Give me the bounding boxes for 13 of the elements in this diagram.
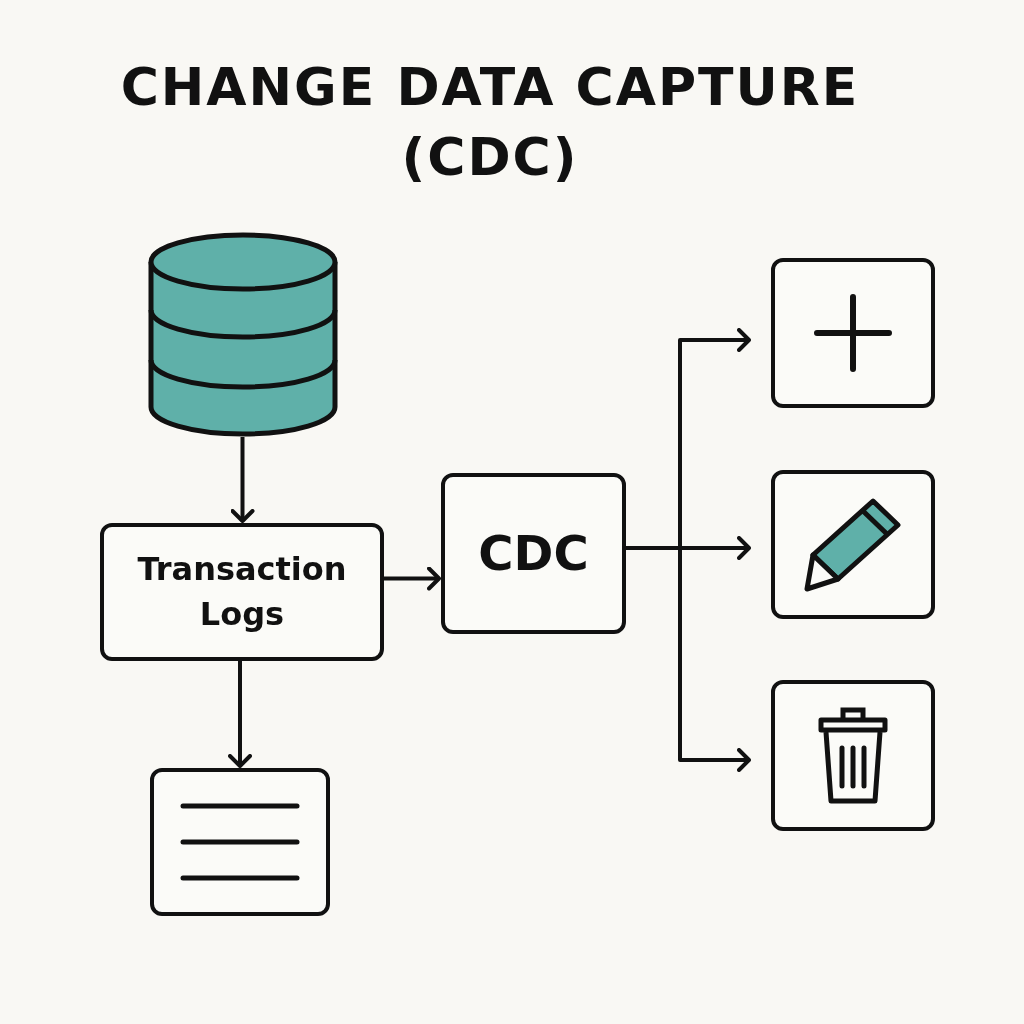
arrow xyxy=(384,566,441,591)
box-label: CDC xyxy=(477,523,590,583)
process-box xyxy=(441,473,626,634)
arrow xyxy=(626,546,751,772)
arrow xyxy=(228,661,252,768)
icon-card xyxy=(771,470,935,619)
process-box xyxy=(100,523,384,661)
title: CHANGE DATA CAPTURE (CDC) xyxy=(119,56,861,189)
box-label: Transaction Logs xyxy=(136,549,348,635)
arrow xyxy=(230,437,255,523)
icon-card xyxy=(771,680,935,831)
icon-card xyxy=(150,768,330,916)
icon-card xyxy=(771,258,935,408)
